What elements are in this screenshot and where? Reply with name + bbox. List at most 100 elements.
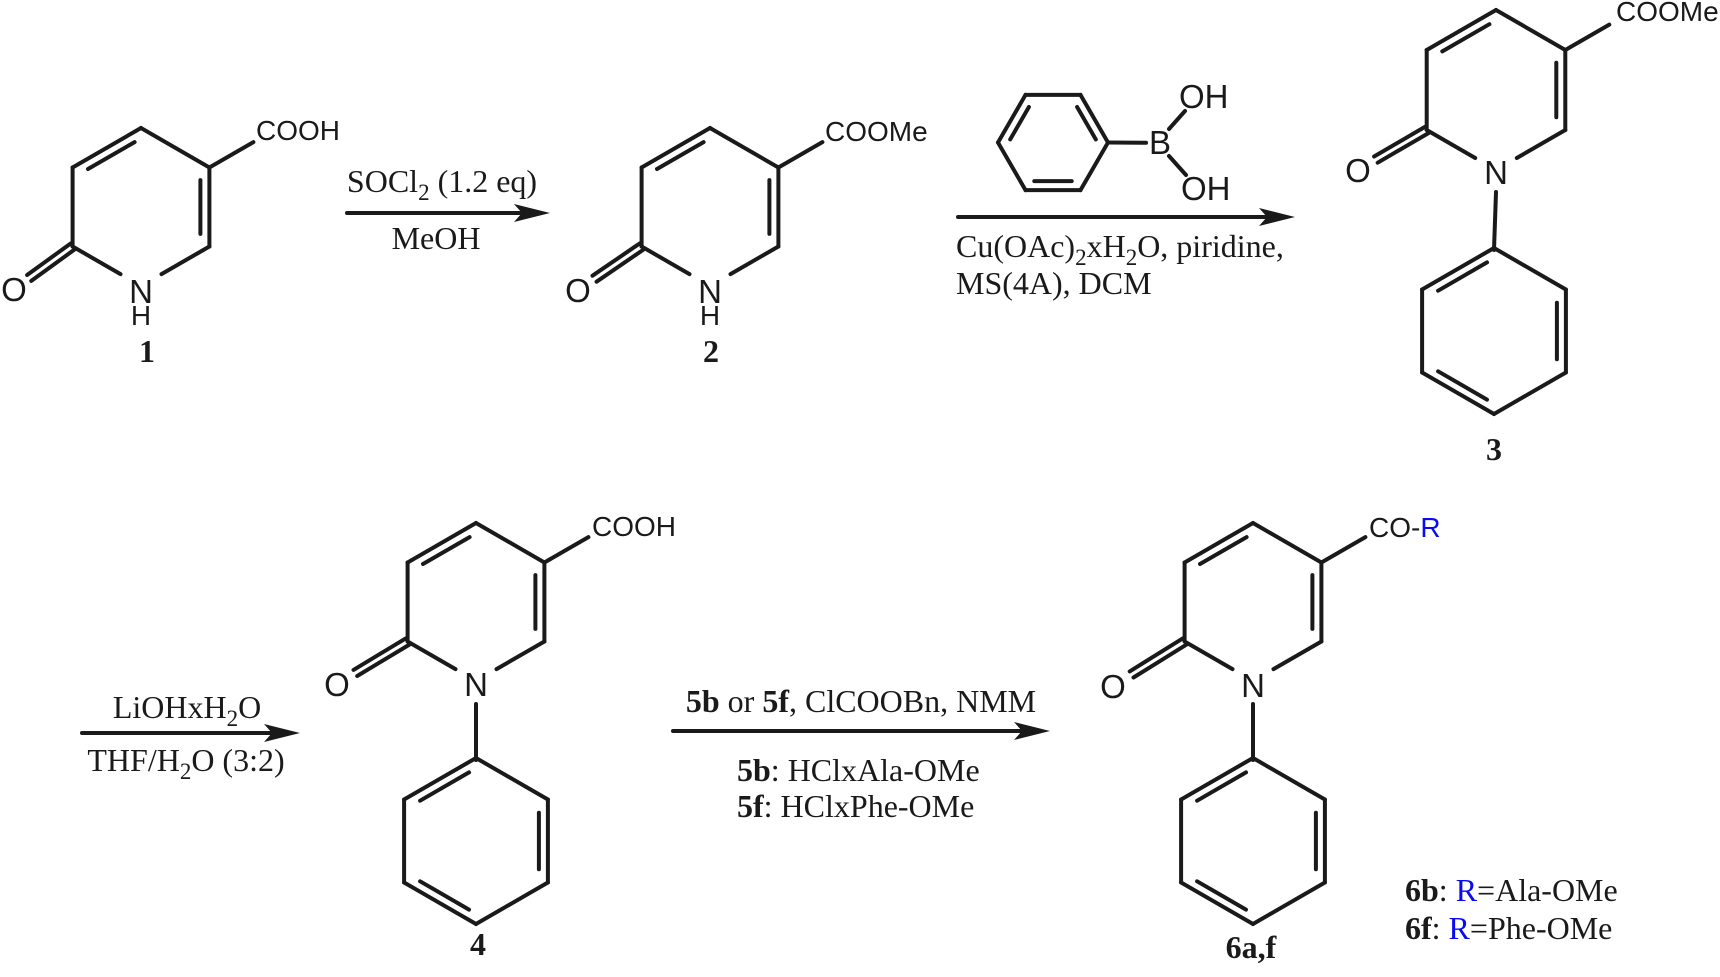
legend-6b-value: =Ala-OMe [1477, 872, 1618, 908]
compound1-substituent-label: COOH [256, 115, 340, 146]
bond [494, 639, 547, 672]
legend-6b-id: 6b [1405, 872, 1439, 908]
bond [1131, 642, 1189, 680]
arrowhead [1259, 208, 1295, 226]
step4-amine1-id: 5b [737, 752, 771, 788]
compound4-substituent-label: COOH [592, 511, 676, 542]
compound2-nh-label: H [700, 300, 720, 331]
step4-bold-5b: 5b [686, 683, 720, 719]
bond [1251, 521, 1324, 565]
bond [1198, 535, 1249, 566]
compound4-oxygen-label: O [324, 666, 350, 703]
bond [70, 126, 143, 170]
arrowhead [1014, 722, 1050, 740]
bond [1436, 260, 1489, 293]
bond [1179, 756, 1255, 802]
bond [1182, 521, 1255, 565]
step4-amine2-id: 5f [737, 788, 764, 824]
step3-below-b: O (3:2) [191, 742, 284, 778]
bond [86, 140, 137, 171]
legend-entry-6b: 6b: R=Ala-OMe [1405, 872, 1618, 908]
step1-reagent-above: SOCl2 (1.2 eq) [347, 163, 537, 205]
bond [1424, 128, 1478, 160]
bond [474, 521, 547, 565]
legend-6f-value: =Phe-OMe [1470, 910, 1612, 946]
bond [1440, 22, 1492, 54]
legend-6b-sep: : [1439, 872, 1456, 908]
step3-below-a: THF/H [87, 742, 179, 778]
bond [1492, 246, 1568, 292]
compound1-number: 1 [139, 333, 155, 369]
bond [139, 126, 212, 170]
compound6-substituent-label: CO-R [1369, 512, 1441, 543]
bond [1167, 154, 1188, 177]
bond [1078, 140, 1110, 193]
bond [29, 247, 77, 283]
compound3-oxygen-label: O [1345, 152, 1371, 189]
legend-6b-r: R [1456, 872, 1478, 908]
bond [639, 244, 692, 277]
step4-amine2-name: : HClxPhe-OMe [764, 788, 975, 824]
step2-l1c: O, piridine, [1137, 228, 1284, 264]
bond [405, 521, 478, 565]
step4-amine2-line: 5f: HClxPhe-OMe [737, 788, 974, 824]
bond [1424, 8, 1498, 52]
step4-reagent-above: 5b or 5f, ClCOOBn, NMM [686, 683, 1036, 719]
compound2-nitrogen-label: N [698, 273, 722, 310]
bond [1195, 770, 1248, 803]
bond [1563, 22, 1612, 52]
legend-6f-sep: : [1432, 910, 1449, 946]
step2-reagent-line2: MS(4A), DCM [956, 265, 1152, 301]
bond [351, 636, 408, 672]
bond [1372, 124, 1427, 159]
bond [1167, 109, 1187, 131]
bond [418, 770, 471, 803]
bond [1127, 636, 1185, 674]
step2-l1-sub2: 2 [1126, 245, 1138, 270]
reaction-arrows [80, 204, 1295, 742]
bond [728, 244, 781, 277]
compound4-number: 4 [470, 926, 486, 962]
bond [1420, 370, 1496, 416]
bond [1492, 370, 1568, 416]
bond-drawings [25, 8, 1612, 926]
bond [418, 879, 471, 912]
step1-reagent-main: SOCl [347, 163, 418, 199]
bond [776, 140, 825, 170]
bond [1319, 535, 1368, 565]
bond [996, 140, 1028, 193]
compound1-oxygen-label: O [1, 271, 27, 308]
arrowhead [264, 724, 300, 742]
boronic-oh-top-label: OH [1179, 78, 1229, 115]
bond [1179, 880, 1255, 926]
step4-amine1-name: : HClxAla-OMe [771, 752, 980, 788]
bond [1182, 639, 1235, 672]
legend-6f-r: R [1449, 910, 1471, 946]
legend-6f-id: 6f [1405, 910, 1432, 946]
bond [421, 535, 472, 566]
bond [1008, 105, 1031, 142]
step3-above-a: LiOHxH [113, 689, 227, 725]
compound6-co-prefix: CO- [1369, 512, 1420, 543]
compound2-substituent-label: COOMe [825, 116, 928, 147]
step3-below-subscript: 2 [180, 759, 192, 784]
step3-reagent-above: LiOHxH2O [113, 689, 261, 731]
compound3-substituent-label: COOMe [1616, 0, 1719, 27]
arrowhead [514, 204, 550, 222]
step1-reagent-subscript: 2 [418, 180, 430, 205]
compound3-number: 3 [1486, 431, 1502, 467]
step2-l1a: Cu(OAc) [956, 228, 1075, 264]
step3-solvent-below: THF/H2O (3:2) [87, 742, 284, 784]
step2-l1-sub1: 2 [1075, 245, 1087, 270]
compound1-nitrogen-label: N [129, 273, 153, 310]
step4-amine1-line: 5b: HClxAla-OMe [737, 752, 980, 788]
bond [1251, 756, 1327, 802]
boronic-oh-bottom-label: OH [1181, 170, 1231, 207]
bond [1492, 190, 1498, 252]
compound3-nitrogen-label: N [1484, 154, 1508, 191]
compound6-number: 6a,f [1226, 929, 1277, 965]
step1-solvent-below: MeOH [392, 220, 481, 256]
bond [542, 535, 591, 565]
bond [474, 756, 550, 802]
